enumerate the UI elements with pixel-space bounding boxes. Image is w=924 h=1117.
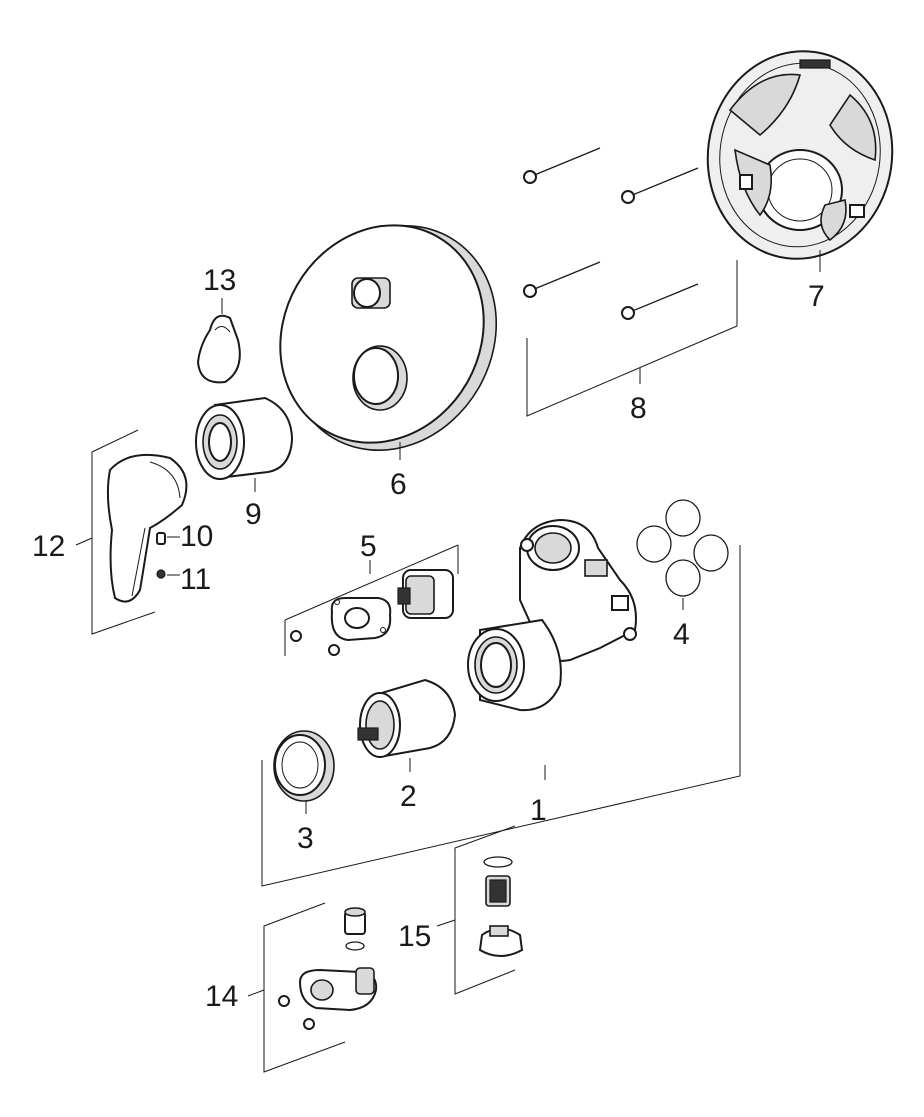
label-1: 1 [530, 794, 547, 827]
part-7-mounting-ring [706, 50, 894, 272]
label-12: 12 [32, 530, 65, 563]
part-10-set-screw [156, 532, 180, 545]
part-12-lever-handle [75, 429, 188, 635]
part-14-diverter-kit [247, 902, 378, 1073]
part-11-screw [156, 569, 180, 579]
screw [621, 167, 699, 204]
label-8: 8 [630, 392, 647, 425]
part-3-nut-ring [273, 730, 335, 814]
part-1-valve-body [261, 518, 741, 887]
label-10: 10 [180, 520, 213, 553]
label-7: 7 [808, 280, 825, 313]
label-5: 5 [360, 530, 377, 563]
label-11: 11 [180, 563, 211, 596]
label-9: 9 [245, 498, 262, 531]
label-4: 4 [673, 618, 690, 651]
label-13: 13 [203, 264, 236, 297]
label-3: 3 [297, 822, 314, 855]
label-6: 6 [390, 468, 407, 501]
part-15-check-valve [436, 825, 524, 995]
screw [523, 147, 601, 184]
label-2: 2 [400, 780, 417, 813]
label-14: 14 [205, 980, 238, 1013]
part-5-flange-kit [284, 544, 459, 656]
part-4-o-rings [636, 499, 729, 610]
part-2-cartridge [357, 678, 457, 772]
screw [523, 261, 601, 298]
part-9-sleeve [195, 396, 294, 492]
screw [621, 283, 699, 320]
label-15: 15 [398, 920, 431, 953]
part-8-screws [523, 147, 738, 417]
part-13-lever-insert [196, 298, 241, 384]
part-6-cover-plate [279, 224, 498, 460]
